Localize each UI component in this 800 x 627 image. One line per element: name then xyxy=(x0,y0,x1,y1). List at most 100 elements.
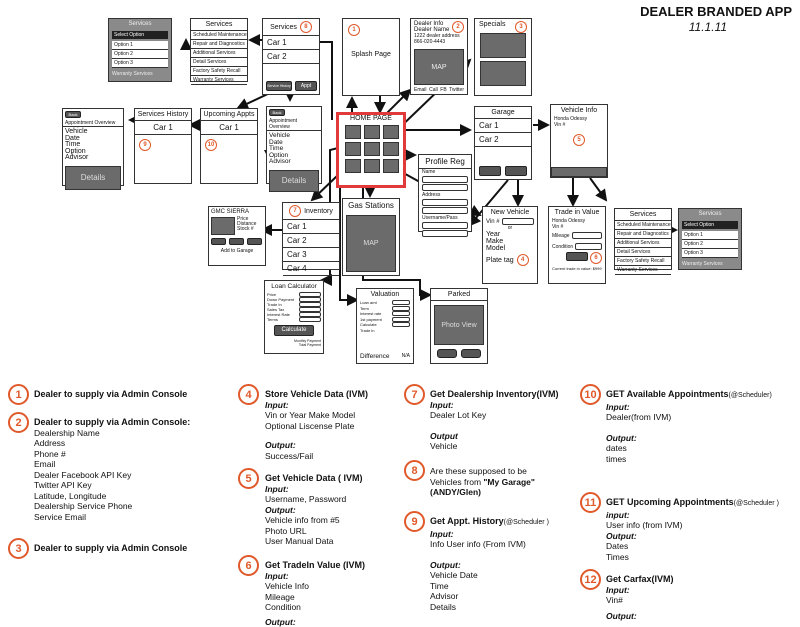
note-line: Dealership Service Phone xyxy=(34,501,190,512)
badge-9: 9 xyxy=(139,139,151,151)
select-option-2[interactable]: Option 2 xyxy=(682,240,738,249)
services-select-option[interactable]: Select Option xyxy=(112,31,168,39)
select-option-3[interactable]: Option 3 xyxy=(112,59,168,68)
service-item[interactable]: Factory Safety Recall xyxy=(615,257,671,266)
home-tile[interactable] xyxy=(364,159,380,173)
facebook-link[interactable]: FB xyxy=(440,87,446,93)
service-item[interactable]: Additional Services xyxy=(191,49,247,58)
service-item[interactable]: Repair and Diagnostics xyxy=(191,40,247,49)
valuation-field[interactable] xyxy=(392,306,410,311)
badge-6: 6 xyxy=(590,252,602,264)
service-item[interactable]: Additional Services xyxy=(615,239,671,248)
name-field[interactable] xyxy=(422,176,468,183)
valuation-field[interactable] xyxy=(392,311,410,316)
vehicle-photo[interactable] xyxy=(211,217,235,235)
services-select-option[interactable]: Select Option xyxy=(682,221,738,229)
select-option-2[interactable]: Option 2 xyxy=(112,50,168,59)
home-tile[interactable] xyxy=(383,125,399,139)
car-row[interactable]: Car 2 xyxy=(263,50,319,64)
car-row[interactable]: Car 1 xyxy=(475,119,531,133)
select-option-1[interactable]: Option 1 xyxy=(682,231,738,240)
home-tile[interactable] xyxy=(383,142,399,156)
home-tile[interactable] xyxy=(383,159,399,173)
call-link[interactable]: Call xyxy=(429,87,438,93)
photo-view[interactable]: Photo View xyxy=(434,305,484,345)
loan-field[interactable] xyxy=(299,317,321,322)
back-button[interactable]: Back xyxy=(65,111,81,118)
vehicle-info-toolbar[interactable] xyxy=(551,167,607,177)
username-field[interactable] xyxy=(422,222,468,229)
note-title: Dealer to supply via Admin Console xyxy=(34,389,187,400)
car-row[interactable]: Car 3 xyxy=(283,248,339,262)
calculate-trade-button[interactable] xyxy=(566,252,588,261)
action-button[interactable] xyxy=(229,238,244,245)
select-option-3[interactable]: Option 3 xyxy=(682,249,738,258)
condition-field[interactable] xyxy=(575,243,602,250)
note-line: Latitude, Longitude xyxy=(34,491,190,502)
special-image[interactable] xyxy=(480,61,526,86)
car-row[interactable]: Car 1 xyxy=(283,220,339,234)
details-button[interactable]: Details xyxy=(269,170,319,192)
note-10: GET Available Appointments(@Scheduler) I… xyxy=(606,389,772,464)
trade-in-value: Current trade in value: $999 xyxy=(549,264,605,273)
details-button[interactable]: Details xyxy=(65,166,121,190)
calculate-button[interactable]: Calculate xyxy=(274,325,314,336)
note-suffix: (@Scheduler ) xyxy=(504,519,549,526)
gas-stations-map[interactable]: MAP xyxy=(346,215,396,272)
car-row[interactable]: Car 1 xyxy=(135,121,191,135)
note-line: Twitter API Key xyxy=(34,480,190,491)
appt-button[interactable]: Appt xyxy=(295,81,317,91)
valuation-label: Trade in xyxy=(360,328,410,334)
special-image[interactable] xyxy=(480,33,526,58)
car-row[interactable]: Car 2 xyxy=(475,133,531,147)
car-row[interactable]: Car 1 xyxy=(201,121,257,135)
twitter-link[interactable]: Twitter xyxy=(449,87,464,93)
note-9: Get Appt. History(@Scheduler ) Input: In… xyxy=(430,516,549,612)
service-item[interactable]: Warranty Services xyxy=(191,76,247,85)
service-item[interactable]: Detail Services xyxy=(191,58,247,67)
parked-action-button[interactable] xyxy=(461,349,481,358)
car-row[interactable]: Car 2 xyxy=(283,234,339,248)
address-field[interactable] xyxy=(422,199,468,206)
vin-field[interactable] xyxy=(502,218,534,225)
note-number: 3 xyxy=(8,538,29,559)
back-button[interactable]: Back xyxy=(269,109,285,116)
profile-reg-screen: Profile Reg Name Address Username/Pass xyxy=(418,154,472,232)
garage-action-button[interactable] xyxy=(505,166,527,176)
password-field[interactable] xyxy=(422,230,468,237)
add-to-garage-button[interactable]: Add to Garage xyxy=(209,248,265,254)
note-suffix: (@Scheduler) xyxy=(729,392,772,399)
note-11: GET Upcoming Appointments(@Scheduler ) i… xyxy=(606,497,779,562)
garage-action-button[interactable] xyxy=(479,166,501,176)
home-tile[interactable] xyxy=(364,142,380,156)
dealer-map[interactable]: MAP xyxy=(414,49,464,85)
name-field[interactable] xyxy=(422,184,468,191)
action-button[interactable] xyxy=(247,238,262,245)
home-tile[interactable] xyxy=(345,142,361,156)
email-link[interactable]: Email xyxy=(414,87,427,93)
parked-action-button[interactable] xyxy=(437,349,457,358)
home-tile[interactable] xyxy=(345,125,361,139)
note-input-label: Input: xyxy=(606,585,674,596)
service-item[interactable]: Warranty Services xyxy=(615,266,671,275)
service-item[interactable]: Scheduled Maintenance xyxy=(191,31,247,40)
car-row[interactable]: Car 4 xyxy=(283,262,339,276)
appt-field: Advisor xyxy=(269,159,319,166)
service-item[interactable]: Factory Safety Recall xyxy=(191,67,247,76)
stock-label: Stock # xyxy=(237,227,256,232)
service-item[interactable]: Repair and Diagnostics xyxy=(615,230,671,239)
valuation-field[interactable] xyxy=(392,300,410,305)
car-row[interactable]: Car 1 xyxy=(263,36,319,50)
action-button[interactable] xyxy=(211,238,226,245)
home-tile[interactable] xyxy=(364,125,380,139)
service-item[interactable]: Scheduled Maintenance xyxy=(615,221,671,230)
select-option-1[interactable]: Option 1 xyxy=(112,41,168,50)
inventory-screen: 7 Inventory Car 1 Car 2 Car 3 Car 4 xyxy=(282,202,340,270)
valuation-field[interactable] xyxy=(392,322,410,327)
address-field[interactable] xyxy=(422,207,468,214)
mileage-field[interactable] xyxy=(572,232,602,239)
valuation-field[interactable] xyxy=(392,317,410,322)
home-tile[interactable] xyxy=(345,159,361,173)
service-item[interactable]: Detail Services xyxy=(615,248,671,257)
service-history-button[interactable]: Service History xyxy=(266,81,292,91)
